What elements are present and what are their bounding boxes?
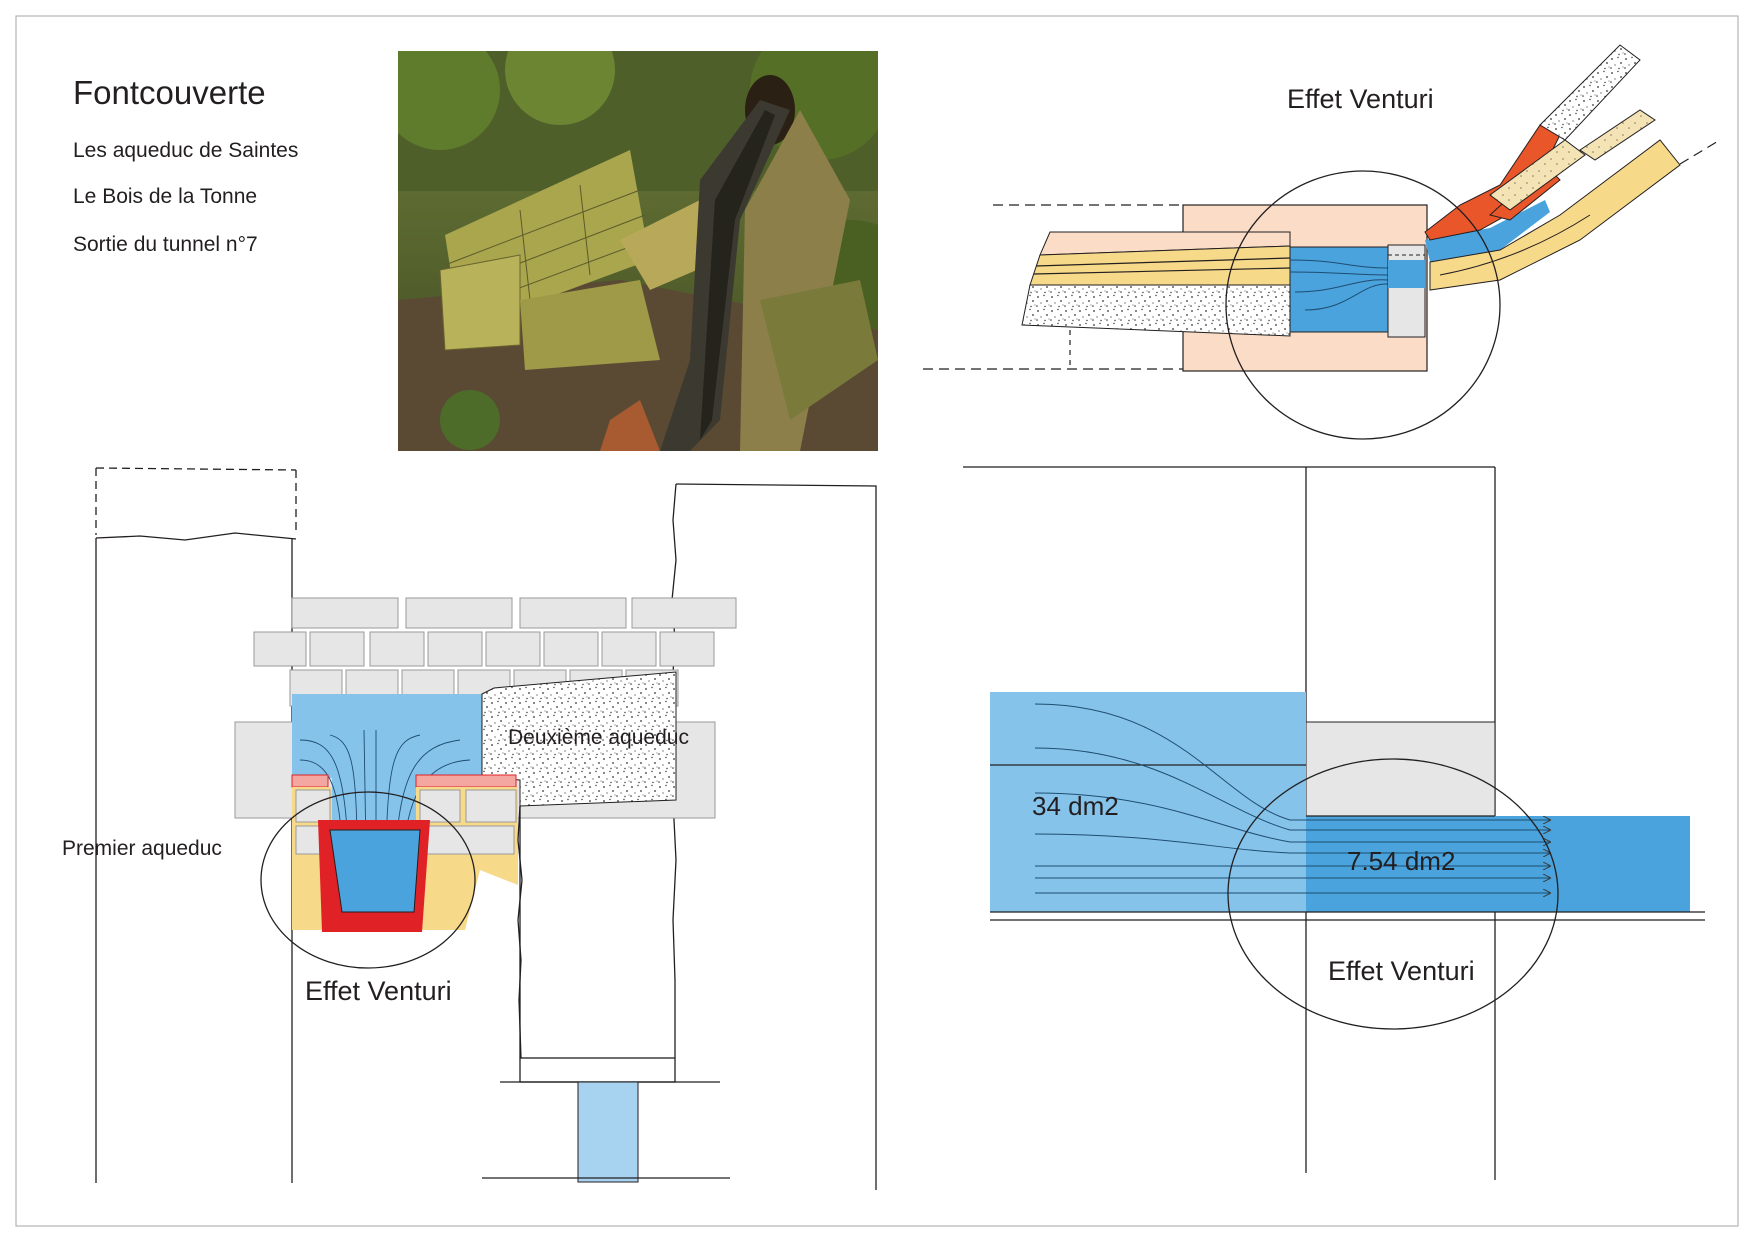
label-area-small: 7.54 dm2 (1347, 846, 1455, 876)
cross-section-aqueducts: Deuxième aqueduc Premier aqueduc Effet V… (62, 467, 877, 1190)
detail-venturi-label: Effet Venturi (1328, 956, 1475, 986)
label-second-aqueduct: Deuxième aqueduc (508, 726, 689, 749)
label-area-large: 34 dm2 (1032, 791, 1119, 821)
subtitle-location: Le Bois de la Tonne (73, 185, 257, 208)
subtitle-aqueducts: Les aqueduc de Saintes (73, 139, 298, 162)
label-first-aqueduct: Premier aqueduc (62, 837, 222, 860)
flow-detail-venturi: 34 dm2 7.54 dm2 Effet Venturi (963, 466, 1705, 1180)
plan-venturi-label: Effet Venturi (1287, 84, 1434, 114)
page-title: Fontcouverte (73, 74, 266, 111)
section-venturi-label: Effet Venturi (305, 976, 452, 1006)
page-border (15, 15, 1739, 1227)
plan-view-venturi: Effet Venturi (923, 44, 1721, 440)
subtitle-tunnel: Sortie du tunnel n°7 (73, 233, 258, 256)
photo-aqueduct (398, 51, 878, 451)
